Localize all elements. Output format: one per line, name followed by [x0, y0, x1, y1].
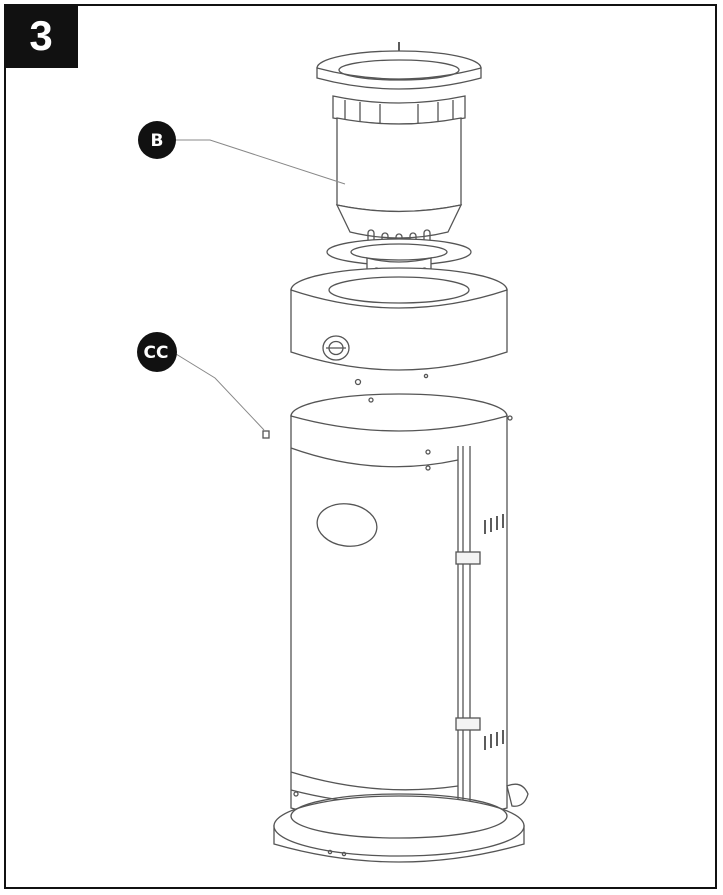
callout-cc-leader	[175, 353, 265, 431]
callout-cc-label: CC	[144, 343, 169, 363]
callout-b-leader	[175, 139, 346, 185]
flame-ring	[326, 238, 472, 266]
reflector-cap	[316, 42, 482, 90]
housing-drum	[290, 267, 508, 386]
base-plate	[273, 783, 529, 863]
callout-b-label: B	[151, 131, 164, 151]
main-housing	[290, 393, 513, 824]
callout-b: B	[138, 121, 176, 159]
burner-cylinder	[332, 95, 466, 249]
screw-cc-part	[262, 430, 270, 439]
step-number-badge: 3	[4, 4, 78, 68]
callout-cc: CC	[137, 332, 177, 372]
